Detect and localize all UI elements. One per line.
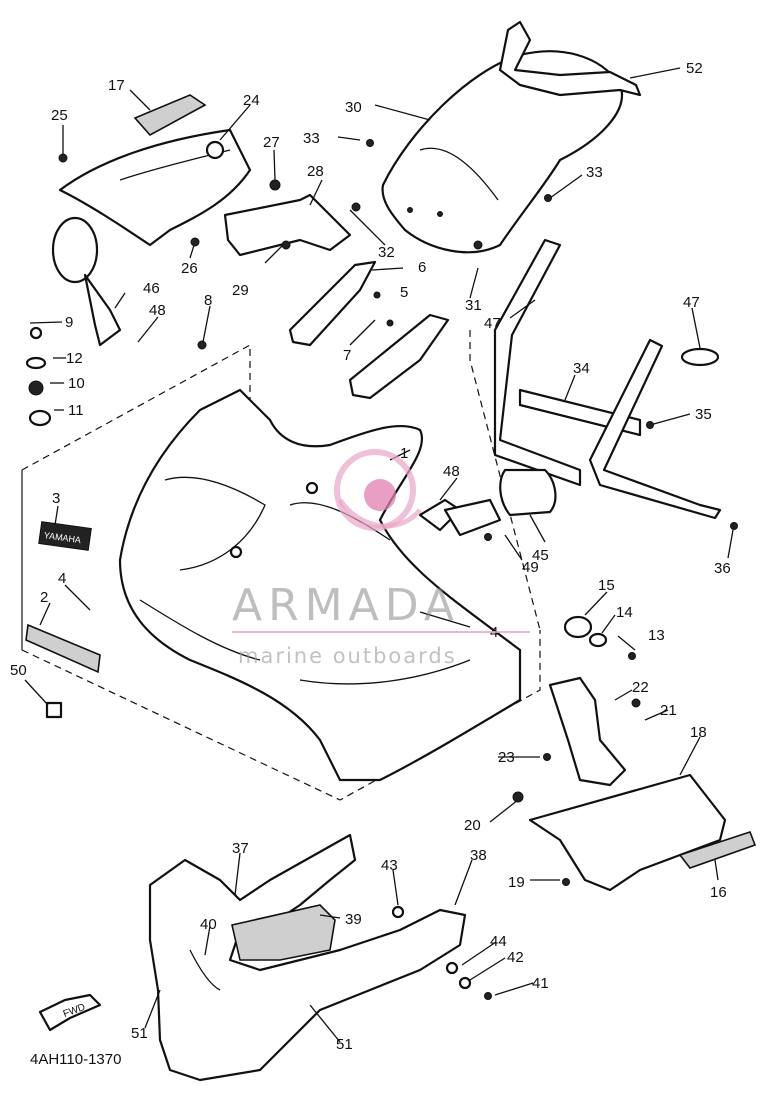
cushion-47 xyxy=(680,347,720,367)
assembly-boundary-right xyxy=(469,330,541,631)
part-label-30: 30 xyxy=(345,99,362,116)
part-label-49: 49 xyxy=(522,559,539,576)
part-label-13: 13 xyxy=(648,627,665,644)
part-label-17: 17 xyxy=(108,77,125,94)
air-duct-5 xyxy=(348,313,450,400)
part-label-28: 28 xyxy=(307,163,324,180)
part-label-4: 4 xyxy=(58,570,66,587)
part-label-38: 38 xyxy=(470,847,487,864)
part-label-11: 11 xyxy=(68,402,84,419)
part-label-26: 26 xyxy=(181,260,198,277)
part-label-43: 43 xyxy=(381,857,398,874)
grommet-11 xyxy=(28,409,52,427)
mirror-mount xyxy=(443,498,502,537)
part-label-48-right: 48 xyxy=(443,463,460,480)
air-duct-6 xyxy=(288,260,377,347)
forward-arrow: FWD xyxy=(38,993,102,1032)
bolts-screws xyxy=(58,139,738,1000)
part-label-44: 44 xyxy=(490,933,507,950)
bolt-9 xyxy=(29,326,43,340)
part-label-40: 40 xyxy=(200,916,217,933)
collar-44 xyxy=(445,961,459,975)
mirror-cover-left xyxy=(58,128,252,247)
part-label-45: 45 xyxy=(532,547,549,564)
part-label-5: 5 xyxy=(400,284,408,301)
part-label-10: 10 xyxy=(68,375,85,392)
watermark-logo-dot xyxy=(364,479,396,511)
windscreen xyxy=(381,50,623,254)
part-label-46: 46 xyxy=(143,280,160,297)
part-label-35: 35 xyxy=(695,406,712,423)
reflector-16 xyxy=(678,831,757,869)
collar-14 xyxy=(588,632,608,648)
part-label-42: 42 xyxy=(507,949,524,966)
washer-42 xyxy=(458,976,472,990)
part-label-33-right: 33 xyxy=(586,164,603,181)
grommet-10 xyxy=(28,380,44,396)
under-cowling xyxy=(148,833,467,1082)
part-label-34: 34 xyxy=(573,360,590,377)
collar-43 xyxy=(391,905,405,919)
part-label-32: 32 xyxy=(378,244,395,261)
part-label-2: 2 xyxy=(40,589,48,606)
part-label-14: 14 xyxy=(616,604,633,621)
part-label-52: 52 xyxy=(686,60,703,77)
side-cover-18 xyxy=(528,773,727,892)
watermark: ARMADA marine outboards xyxy=(232,449,530,668)
part-label-21: 21 xyxy=(660,702,677,719)
part-label-9: 9 xyxy=(65,314,73,331)
rear-view-mirror-right xyxy=(499,468,557,517)
yamaha-emblem: YAMAHA xyxy=(38,521,92,551)
nut-50 xyxy=(45,701,63,719)
cowling-stay xyxy=(493,238,722,520)
washer-12 xyxy=(25,356,47,370)
part-label-39: 39 xyxy=(345,911,362,928)
watermark-logo-swirl xyxy=(337,498,422,529)
watermark-title: ARMADA xyxy=(232,580,460,631)
windscreen-trim xyxy=(498,20,642,97)
part-label-31: 31 xyxy=(465,297,482,314)
part-label-1: 1 xyxy=(400,445,408,462)
part-label-36: 36 xyxy=(714,560,731,577)
part-label-8: 8 xyxy=(204,292,212,309)
diagram-code: 4AH110-1370 xyxy=(30,1051,121,1068)
part-label-7: 7 xyxy=(343,347,351,364)
part-label-33: 33 xyxy=(303,130,320,147)
inner-panel-22 xyxy=(548,676,627,787)
part-label-41: 41 xyxy=(532,975,549,992)
grommet-15 xyxy=(563,615,593,639)
part-label-18: 18 xyxy=(690,724,707,741)
upper-cowling xyxy=(118,388,522,782)
part-label-3: 3 xyxy=(52,490,60,507)
part-label-16: 16 xyxy=(710,884,727,901)
part-label-51-right: 51 xyxy=(336,1036,353,1053)
part-label-22: 22 xyxy=(632,679,649,696)
part-label-15: 15 xyxy=(598,577,615,594)
part-label-25: 25 xyxy=(51,107,68,124)
part-label-6: 6 xyxy=(418,259,426,276)
trim-strip-2 xyxy=(25,623,101,674)
assembly-boundary xyxy=(21,343,541,801)
reflector-17 xyxy=(133,94,207,137)
part-label-51: 51 xyxy=(131,1025,148,1042)
part-label-50: 50 xyxy=(10,662,27,679)
watermark-subtitle: marine outboards xyxy=(238,644,457,668)
leader-lines xyxy=(24,67,734,1043)
part-label-20: 20 xyxy=(464,817,481,834)
bracket-28 xyxy=(223,193,352,257)
part-label-24: 24 xyxy=(243,92,260,109)
part-label-23: 23 xyxy=(498,749,515,766)
part-label-27: 27 xyxy=(263,134,280,151)
part-label-48: 48 xyxy=(149,302,166,319)
rear-view-mirror-left xyxy=(51,216,122,347)
part-label-12: 12 xyxy=(66,350,83,367)
watermark-logo-ring xyxy=(334,449,416,531)
part-label-47: 47 xyxy=(683,294,700,311)
part-label-29: 29 xyxy=(232,282,249,299)
part-label-47-left: 47 xyxy=(484,315,501,332)
part-label-37: 37 xyxy=(232,840,249,857)
part-label-19: 19 xyxy=(508,874,525,891)
